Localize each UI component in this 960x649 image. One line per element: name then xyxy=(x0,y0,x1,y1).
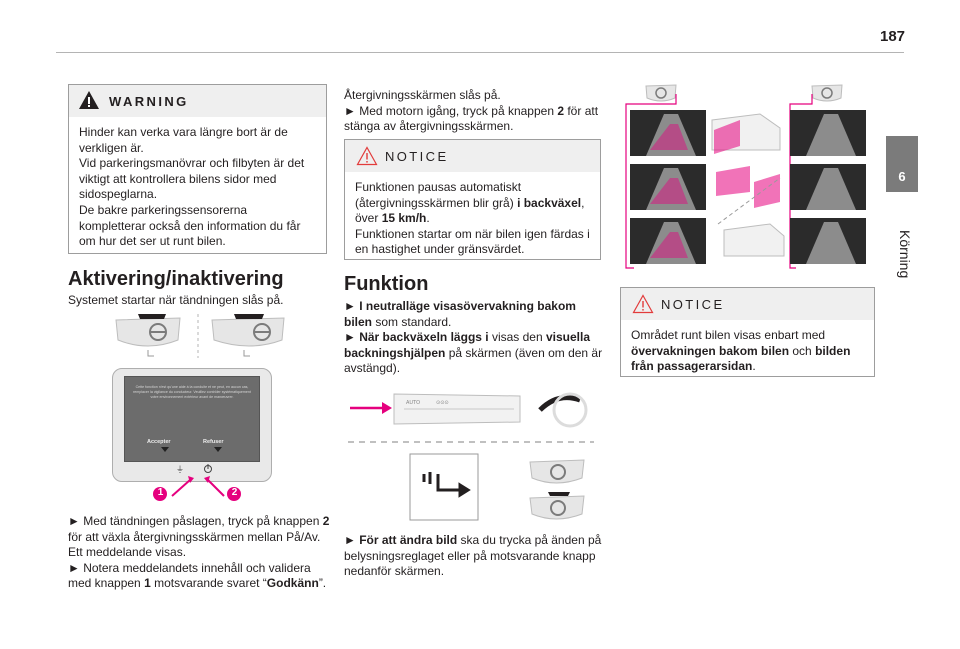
vehicle-zones xyxy=(711,113,785,257)
funktion-p3: ► För att ändra bild ska du trycka på än… xyxy=(344,533,602,579)
warning-icon xyxy=(79,91,99,109)
display-buttons: ⏚ xyxy=(176,464,212,474)
chapter-tab[interactable]: 6 xyxy=(886,136,918,192)
activation-heading: Aktivering/inaktivering xyxy=(68,268,284,290)
display-refuse[interactable]: Refuser xyxy=(203,439,224,445)
camera-views-illustration xyxy=(625,84,866,269)
lighting-stalk-illustration: AUTO ⊙⊙⊙ xyxy=(348,392,594,521)
notice-1-para-1: Funktionen pausas automatiskt (återgivni… xyxy=(355,180,585,226)
funktion-p1: ► I neutralläge visasövervakning bakom b… xyxy=(344,299,576,329)
funktion-heading: Funktion xyxy=(344,273,429,295)
left-camera-screens xyxy=(630,110,706,264)
chapter-title: Körning xyxy=(897,230,913,279)
callout-arrows xyxy=(153,476,241,501)
notice-1-header: NOTICE xyxy=(345,140,600,172)
notice-2-para: Området runt bilen visas enbart med över… xyxy=(631,328,851,374)
step-2: ► Notera meddelandets innehåll och valid… xyxy=(68,560,327,591)
notice-icon xyxy=(356,146,378,166)
step-1-note: Ett meddelande visas. xyxy=(68,545,187,560)
svg-text:⏚: ⏚ xyxy=(176,465,184,474)
accept-arrow-icon xyxy=(161,447,169,452)
callout-1: 1 xyxy=(157,487,164,498)
activation-steps: ► Med tändningen påslagen, tryck på knap… xyxy=(68,514,330,592)
notice-1-body: Funktionen pausas automatiskt (återgivni… xyxy=(345,172,600,258)
warning-line-1: Hinder kan verka vara längre bort är de … xyxy=(79,125,288,155)
right-camera-screens xyxy=(790,110,866,264)
funktion-paragraphs: ► I neutralläge visasövervakning bakom b… xyxy=(344,299,606,377)
warning-label: WARNING xyxy=(109,94,189,109)
notice-box-1: NOTICE Funktionen pausas automatiskt (åt… xyxy=(344,139,601,260)
activation-intro: Systemet startar när tändningen slås på. xyxy=(68,293,284,307)
callout-2: 2 xyxy=(231,487,238,498)
col2-intro: Återgivningsskärmen slås på. ► Med motor… xyxy=(344,88,604,135)
warning-box: WARNING Hinder kan verka vara längre bor… xyxy=(68,84,327,254)
warning-header: WARNING xyxy=(69,85,326,117)
warning-line-2: Vid parkeringsmanövrar och filbyten är d… xyxy=(79,156,305,202)
svg-text:⊙⊙⊙: ⊙⊙⊙ xyxy=(436,400,449,406)
camera-button-icon xyxy=(422,472,471,498)
step-1: ► Med tändningen påslagen, tryck på knap… xyxy=(68,514,330,544)
display-screen: Cette fonction n'est qu'une aide à la co… xyxy=(124,376,260,462)
funktion-p2: ► När backväxeln läggs i visas den visue… xyxy=(344,330,603,376)
notice-2-header: NOTICE xyxy=(621,288,874,320)
warning-line-3: De bakre parkeringssensorerna kompletter… xyxy=(79,202,301,249)
col2-line-1: Återgivningsskärmen slås på. xyxy=(344,88,501,102)
svg-text:AUTO: AUTO xyxy=(406,400,420,406)
notice-1-label: NOTICE xyxy=(385,149,449,164)
warning-body: Hinder kan verka vara längre bort är de … xyxy=(69,117,326,250)
header-rule xyxy=(56,52,904,53)
mirror-buttons-illustration xyxy=(115,314,285,358)
chapter-number: 6 xyxy=(898,169,906,184)
notice-box-2: NOTICE Området runt bilen visas enbart m… xyxy=(620,287,875,377)
col2-line-2: ► Med motorn igång, tryck på knappen 2 f… xyxy=(344,103,599,134)
notice-1-para-2: Funktionen startar om när bilen igen fär… xyxy=(355,226,590,257)
refuse-arrow-icon xyxy=(214,447,222,452)
page-number: 187 xyxy=(880,28,906,45)
notice-icon xyxy=(632,294,654,314)
notice-2-label: NOTICE xyxy=(661,297,725,312)
display-accept[interactable]: Accepter xyxy=(147,439,171,445)
display-message: Cette fonction n'est qu'une aide à la co… xyxy=(133,385,251,399)
notice-2-body: Området runt bilen visas enbart med över… xyxy=(621,320,874,375)
